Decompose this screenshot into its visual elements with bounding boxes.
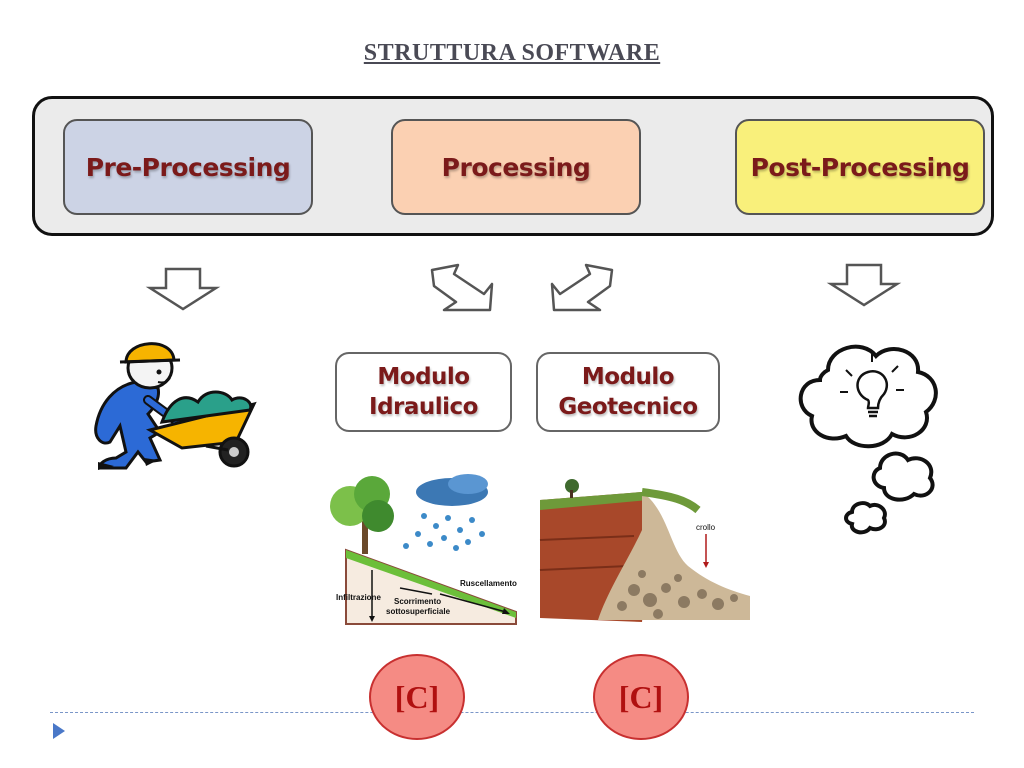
label-ruscellamento: Ruscellamento xyxy=(460,579,517,588)
processing-box: Processing xyxy=(391,119,641,215)
diagonal-arrow-geotecnico xyxy=(550,263,614,312)
post-processing-box: Post-Processing xyxy=(735,119,985,215)
modulo-idraulico-line-1: Modulo xyxy=(377,364,470,390)
modulo-geotecnico-line-2: Geotecnico xyxy=(558,394,698,420)
triangle-bullet-icon xyxy=(53,723,65,739)
label-sottosuperficiale: sottosuperficiale xyxy=(386,607,451,616)
hydraulic-slope-illustration: Infiltrazione Scorrimento sottosuperfici… xyxy=(330,474,517,625)
citation-geotecnico: [C] xyxy=(593,654,689,740)
label-crollo: crollo xyxy=(696,523,716,532)
label-scorrimento: Scorrimento xyxy=(394,597,441,606)
modulo-idraulico-box: Modulo Idraulico xyxy=(335,352,512,432)
landslide-illustration: crollo xyxy=(539,479,750,622)
modulo-geotecnico-box: Modulo Geotecnico xyxy=(536,352,720,432)
pre-processing-box: Pre-Processing xyxy=(63,119,313,215)
footer-divider xyxy=(50,712,974,713)
diagonal-arrow-idraulico xyxy=(430,263,494,312)
modulo-idraulico-line-2: Idraulico xyxy=(369,394,478,420)
down-arrow-post xyxy=(826,263,902,307)
label-infiltrazione: Infiltrazione xyxy=(336,593,381,602)
worker-wheelbarrow-illustration xyxy=(94,342,257,470)
citation-idraulico: [C] xyxy=(369,654,465,740)
down-arrow-pre xyxy=(145,267,221,311)
idea-cloud-illustration xyxy=(798,344,938,535)
modulo-geotecnico-line-1: Modulo xyxy=(581,364,675,390)
page-title: STRUTTURA SOFTWARE xyxy=(363,40,661,66)
